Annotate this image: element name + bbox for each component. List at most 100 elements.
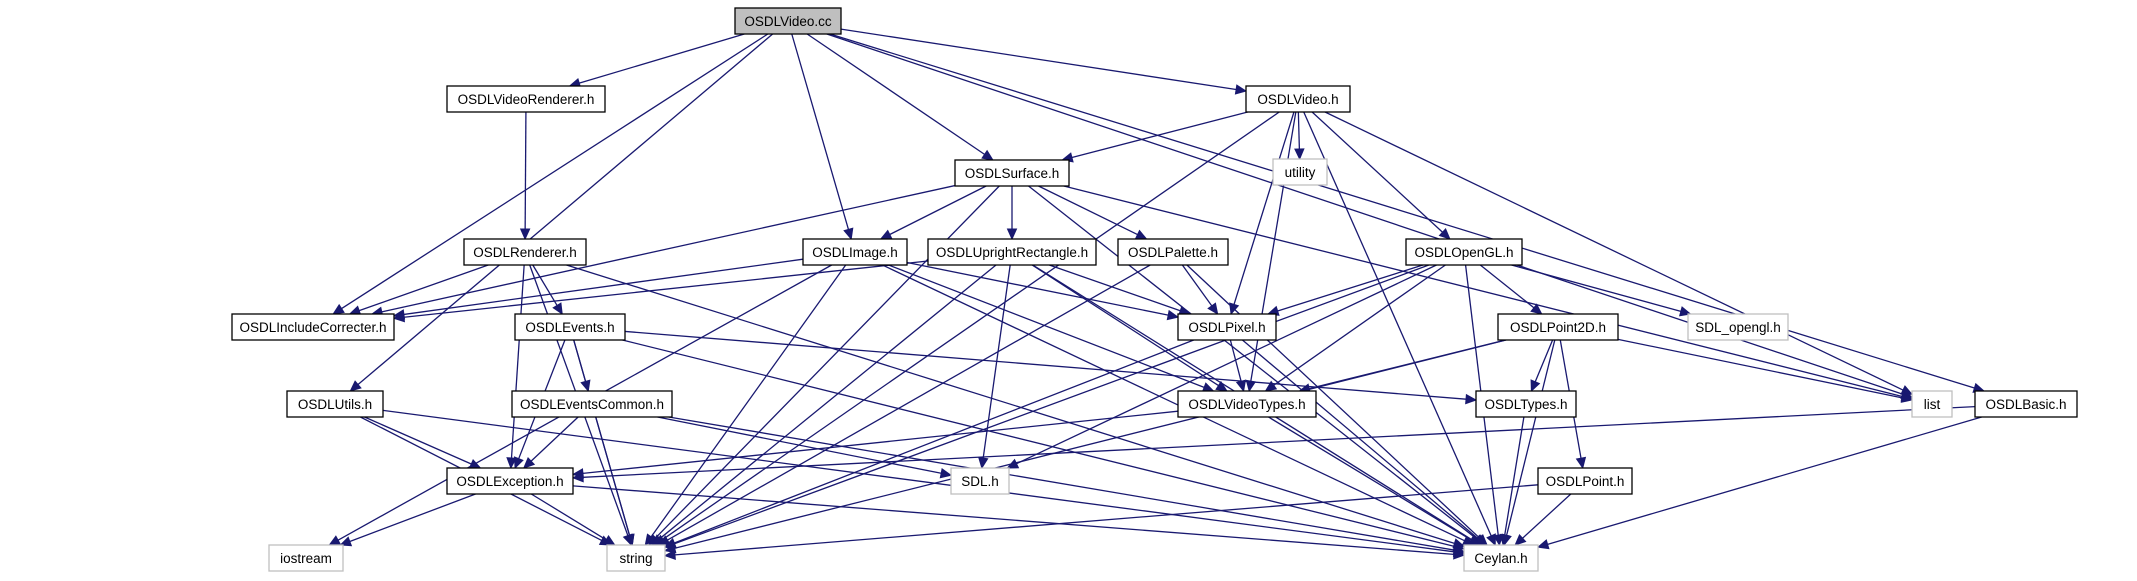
edge-osdlsurface_h-to-list xyxy=(1063,185,1914,402)
node-box xyxy=(802,238,908,266)
node-box xyxy=(463,238,587,266)
arrowhead xyxy=(1499,533,1510,547)
node-sdl-h: SDL.h xyxy=(950,467,1010,495)
arrowhead xyxy=(506,457,517,470)
edge-osdlexception_h-to-iostream xyxy=(339,493,476,547)
arrowhead xyxy=(603,535,616,546)
arrowhead xyxy=(1486,533,1496,547)
node-label: OSDLOpenGL.h xyxy=(1414,245,1513,260)
edge-line xyxy=(1071,111,1248,159)
node-label: OSDLVideo.h xyxy=(1257,92,1338,107)
node-label: OSDLBasic.h xyxy=(1985,397,2066,412)
node-label: Ceylan.h xyxy=(1474,551,1527,566)
node-box xyxy=(268,544,344,572)
node-osdltypes-h[interactable]: OSDLTypes.h xyxy=(1475,390,1577,418)
node-box xyxy=(286,390,384,418)
edge-osdlopengl_h-to-osdlpixel_h xyxy=(1266,264,1424,316)
arrowhead xyxy=(1514,534,1527,546)
node-box xyxy=(606,544,666,572)
edge-line xyxy=(906,261,1169,316)
edge-line xyxy=(1038,185,1138,236)
node-osdlpoint-h[interactable]: OSDLPoint.h xyxy=(1537,467,1633,495)
edge-osdlpoint2d_h-to-ceylan_h xyxy=(1501,339,1556,547)
edge-line xyxy=(624,330,1467,400)
edge-osdlvideo_cc-to-osdlbasic_h xyxy=(829,33,1986,393)
edge-line xyxy=(791,33,850,230)
edge-osdluprightrectangle_h-to-osdlincludecorrecter_h xyxy=(392,260,929,323)
node-label: list xyxy=(1924,397,1941,412)
node-osdlincludecorrecter-h[interactable]: OSDLIncludeCorrecter.h xyxy=(231,313,395,341)
edge-line xyxy=(1250,111,1297,382)
edge-line xyxy=(840,28,1237,91)
edge-line xyxy=(403,258,804,316)
node-osdlpixel-h[interactable]: OSDLPixel.h xyxy=(1177,313,1277,341)
arrowhead xyxy=(939,468,953,479)
edge-line xyxy=(530,493,607,541)
edge-line xyxy=(1233,111,1295,305)
node-box xyxy=(1537,467,1633,495)
arrowhead xyxy=(552,302,563,316)
node-sdl-opengl-h: SDL_opengl.h xyxy=(1687,313,1789,341)
node-osdlvideo-cc: OSDLVideo.cc xyxy=(734,7,842,35)
edge-osdlpixel_h-to-string xyxy=(663,339,1194,548)
edge-osdluprightrectangle_h-to-string xyxy=(651,264,997,546)
node-osdlexception-h[interactable]: OSDLException.h xyxy=(446,467,574,495)
edge-line xyxy=(667,264,1151,541)
node-osdlvideotypes-h[interactable]: OSDLVideoTypes.h xyxy=(1177,390,1317,418)
node-label: OSDLVideoTypes.h xyxy=(1188,397,1305,412)
edge-line xyxy=(1311,111,1443,233)
arrowhead xyxy=(1575,456,1587,470)
node-label: OSDLTypes.h xyxy=(1484,397,1567,412)
node-box xyxy=(734,7,842,35)
node-box xyxy=(1405,238,1523,266)
node-osdleventscommon-h[interactable]: OSDLEventsCommon.h xyxy=(511,390,673,418)
edge-line xyxy=(524,111,527,230)
edge-osdlopengl_h-to-osdlpoint2d_h xyxy=(1479,264,1543,315)
edge-line xyxy=(572,485,1455,555)
node-osdlrenderer-h[interactable]: OSDLRenderer.h xyxy=(463,238,587,266)
edge-osdleventscommon_h-to-osdlexception_h xyxy=(522,416,579,469)
edge-line xyxy=(657,416,942,474)
node-osdlbasic-h[interactable]: OSDLBasic.h xyxy=(1974,390,2078,418)
edge-osdlpoint_h-to-ceylan_h xyxy=(1514,493,1572,546)
node-label: string xyxy=(619,551,652,566)
node-osdlsurface-h[interactable]: OSDLSurface.h xyxy=(954,159,1070,187)
arrowhead xyxy=(513,456,524,470)
edge-osdlvideo_cc-to-list xyxy=(826,33,1914,399)
node-osdlpalette-h[interactable]: OSDLPalette.h xyxy=(1117,238,1229,266)
arrowhead xyxy=(1264,380,1278,392)
node-box xyxy=(231,313,395,341)
node-osdlvideo-h[interactable]: OSDLVideo.h xyxy=(1245,85,1351,113)
edge-line xyxy=(1303,111,1492,537)
edge-osdlpoint2d_h-to-string xyxy=(663,339,1507,554)
node-utility: utility xyxy=(1272,158,1328,186)
edge-osdluprightrectangle_h-to-sdl_h xyxy=(978,264,1011,470)
edge-line xyxy=(674,264,1430,545)
edge-osdleventscommon_h-to-ceylan_h xyxy=(668,416,1466,556)
edge-line xyxy=(579,33,745,84)
edge-line xyxy=(381,184,956,313)
node-label: OSDLSurface.h xyxy=(965,166,1060,181)
node-osdlopengl-h[interactable]: OSDLOpenGL.h xyxy=(1405,238,1523,266)
arrowhead xyxy=(1134,229,1148,240)
arrowhead xyxy=(843,227,854,241)
node-osdlevents-h[interactable]: OSDLEvents.h xyxy=(514,313,626,341)
node-osdlvideorenderer-h[interactable]: OSDLVideoRenderer.h xyxy=(446,85,606,113)
edge-line xyxy=(1534,339,1554,383)
edge-osdlvideo_cc-to-osdlincludecorrecter_h xyxy=(332,33,769,315)
edge-osdlpalette_h-to-string xyxy=(657,264,1151,546)
node-osdluprightrectangle-h[interactable]: OSDLUprightRectangle.h xyxy=(927,238,1097,266)
node-label: OSDLImage.h xyxy=(812,245,898,260)
arrowhead xyxy=(1467,535,1481,546)
node-label: SDL_opengl.h xyxy=(1695,320,1781,335)
edge-line xyxy=(382,409,1455,553)
node-osdlimage-h[interactable]: OSDLImage.h xyxy=(802,238,908,266)
edge-line xyxy=(582,410,1179,475)
edge-line xyxy=(1016,264,1437,465)
node-osdlpoint2d-h[interactable]: OSDLPoint2D.h xyxy=(1497,313,1619,341)
edge-osdlimage_h-to-osdlvideotypes_h xyxy=(888,264,1215,393)
node-osdlutils-h[interactable]: OSDLUtils.h xyxy=(286,390,384,418)
edge-line xyxy=(349,493,476,543)
edge-osdlopengl_h-to-osdlvideotypes_h xyxy=(1264,264,1446,392)
edge-osdlpoint2d_h-to-osdltypes_h xyxy=(1530,339,1554,393)
